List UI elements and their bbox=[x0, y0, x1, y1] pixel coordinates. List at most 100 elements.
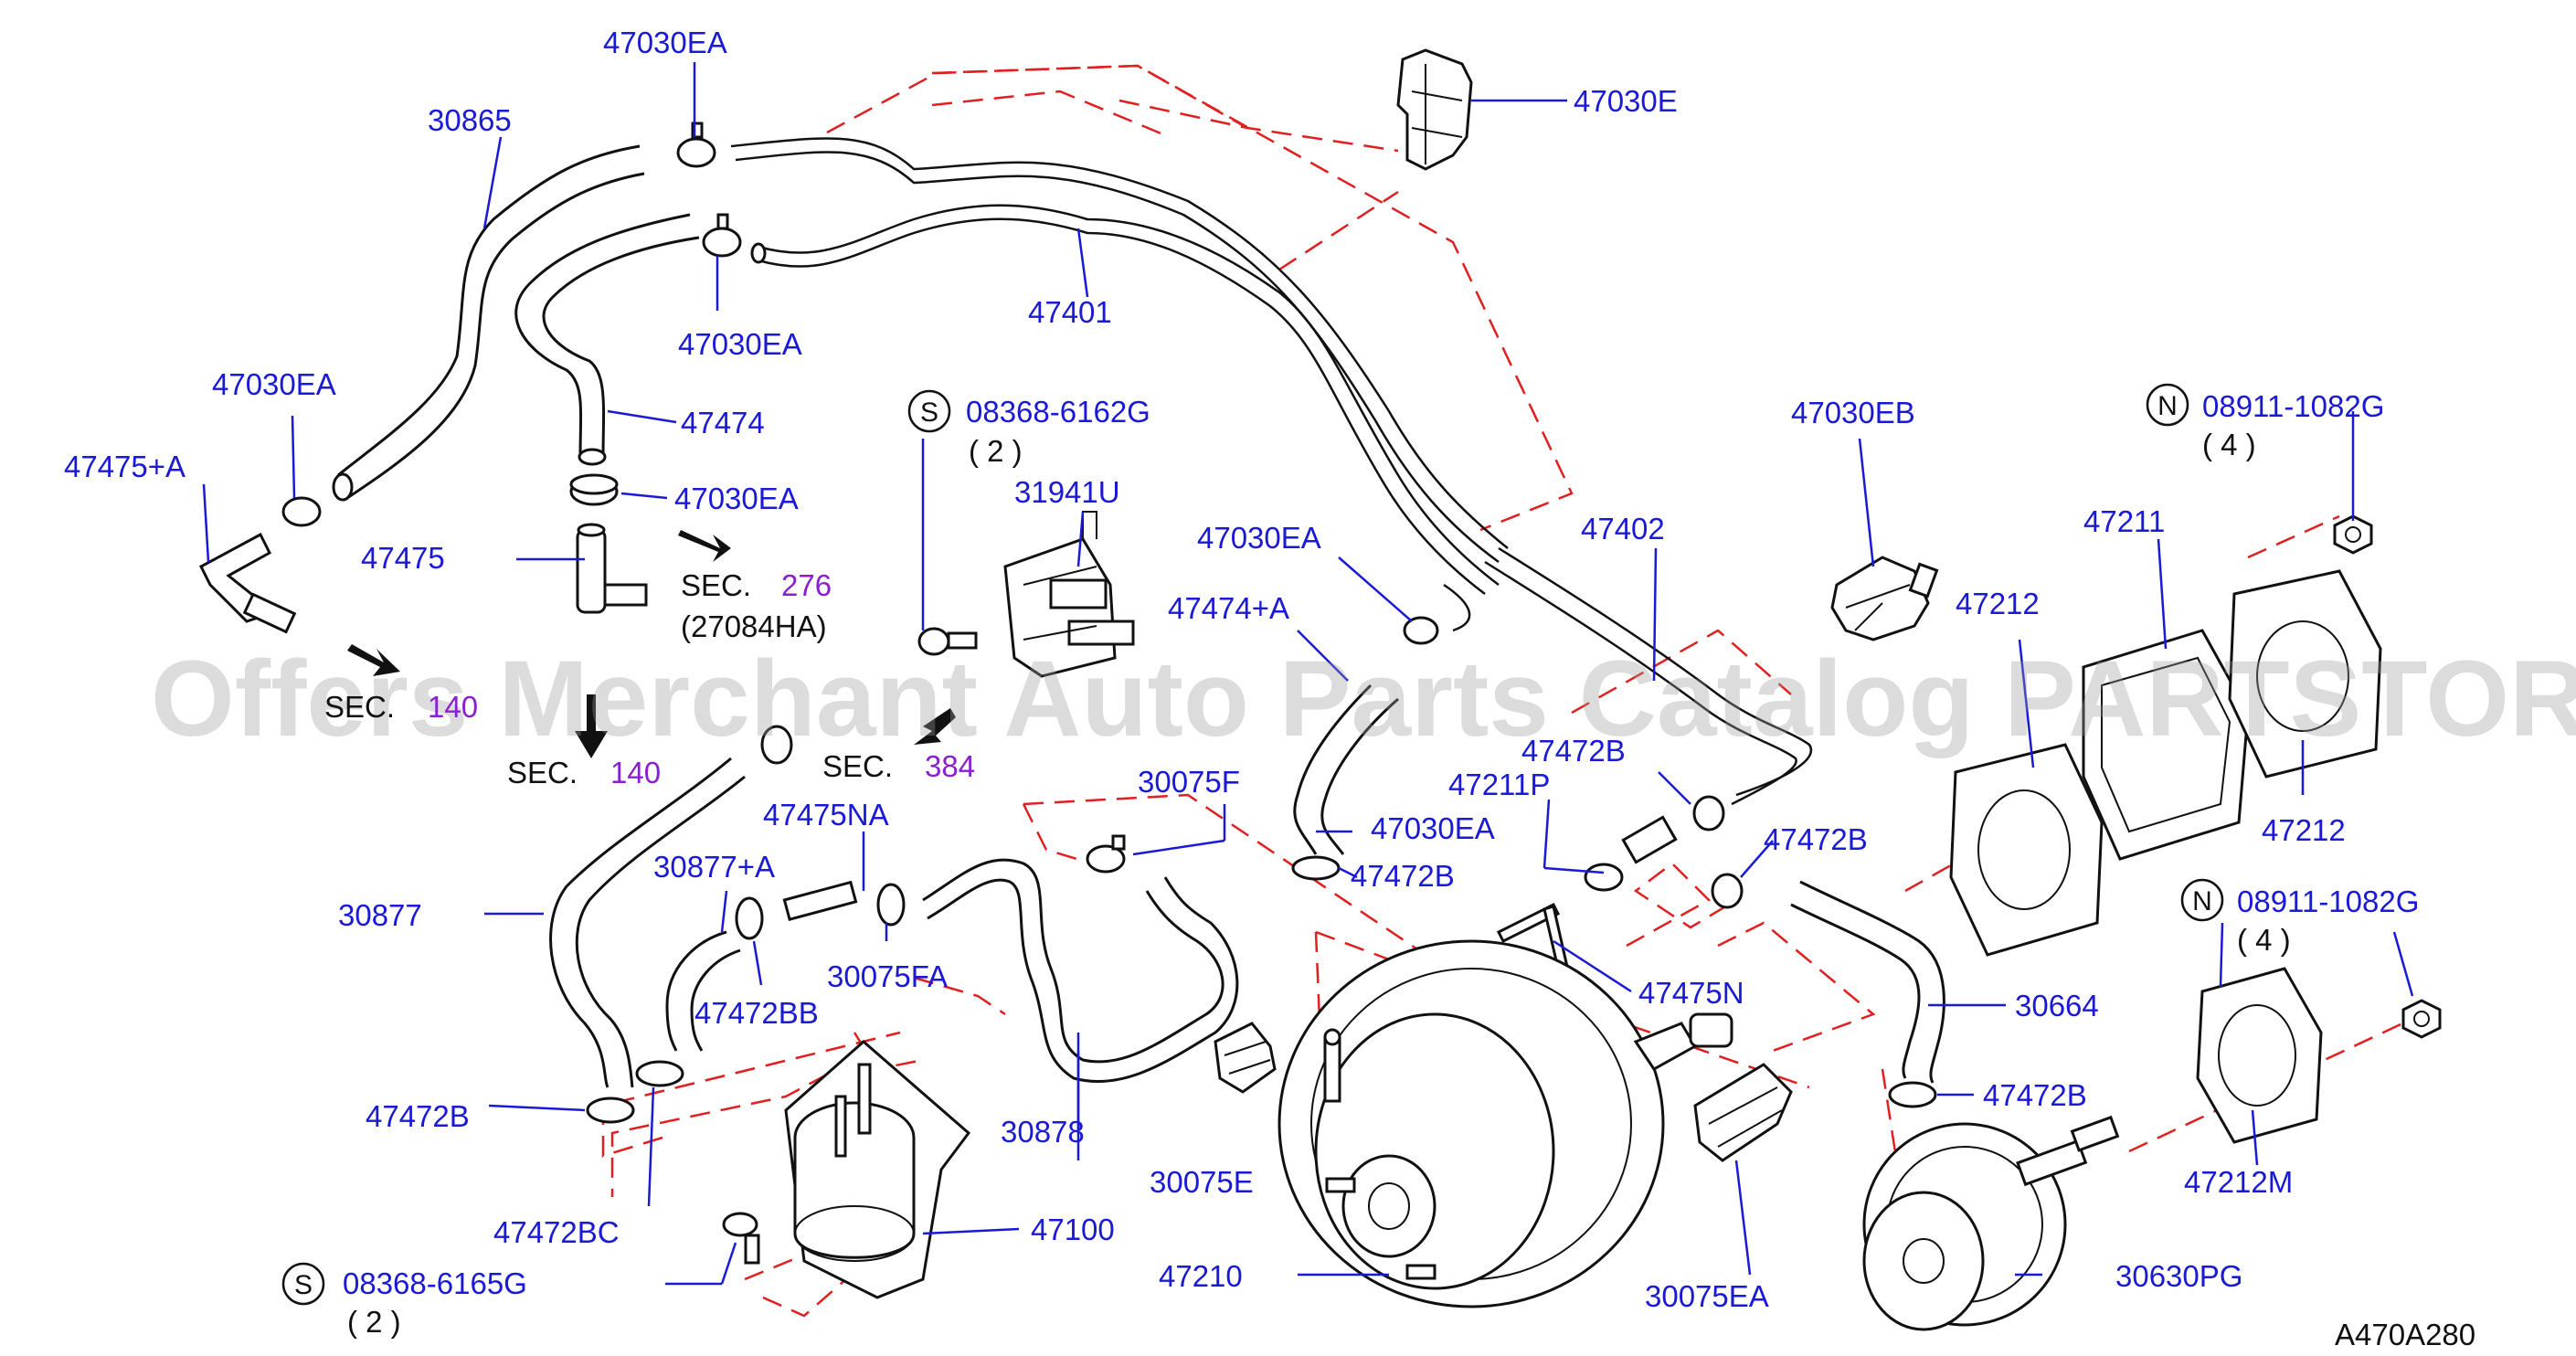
diagram-id: A470A280 bbox=[2335, 1318, 2475, 1351]
label-08368-6162G: 08368-6162G bbox=[966, 395, 1150, 429]
arrow-sec276 bbox=[678, 530, 731, 562]
marker-n-2-text: N bbox=[2192, 886, 2212, 916]
bracket-47030E bbox=[1396, 48, 1473, 171]
brake-booster-47210 bbox=[1277, 939, 1733, 1308]
label-47475NA: 47475NA bbox=[763, 798, 889, 832]
label-47030EA: 47030EA bbox=[212, 367, 336, 401]
sec-276-number: 276 bbox=[781, 568, 832, 602]
label-47472B: 47472B bbox=[1983, 1078, 2087, 1112]
clip-47472BB bbox=[735, 896, 764, 940]
part-labels: 47030EA 30865 47030E 47030EA 47401 47030… bbox=[64, 26, 2419, 1339]
hose-lines bbox=[332, 137, 1945, 1088]
arrow-sec384 bbox=[914, 708, 956, 745]
nut-08911-2 bbox=[2401, 999, 2442, 1039]
label-47472B: 47472B bbox=[1351, 859, 1455, 893]
label-47210: 47210 bbox=[1159, 1259, 1243, 1293]
sec-140-number: 140 bbox=[610, 756, 661, 789]
label-47030EA: 47030EA bbox=[603, 26, 727, 59]
label-47030EB: 47030EB bbox=[1791, 396, 1915, 429]
label-30075FA: 30075FA bbox=[827, 959, 948, 993]
label-47212: 47212 bbox=[2262, 813, 2346, 847]
label-30075E: 30075E bbox=[1150, 1165, 1254, 1199]
label-30630PG: 30630PG bbox=[2115, 1259, 2242, 1293]
label-31941U: 31941U bbox=[1014, 475, 1120, 509]
clip-47472B-c bbox=[1711, 873, 1744, 909]
gasket-47211 bbox=[2082, 629, 2250, 861]
solenoid-31941U bbox=[1003, 511, 1135, 678]
check-valve-47475 bbox=[576, 523, 648, 614]
label-47030EA: 47030EA bbox=[678, 327, 802, 361]
label-30877-a: 30877+A bbox=[653, 850, 775, 884]
clip-30075F bbox=[1086, 834, 1126, 874]
label-qty-4: ( 4 ) bbox=[2202, 428, 2256, 461]
clip-47472B-b bbox=[1584, 863, 1624, 892]
bolt-08368-6162G bbox=[917, 627, 978, 656]
arrow-sec140a bbox=[347, 644, 400, 676]
parts bbox=[199, 48, 2442, 1331]
label-47030EA: 47030EA bbox=[1371, 811, 1495, 845]
label-47474-a: 47474+A bbox=[1168, 591, 1289, 625]
elbow-47475A bbox=[199, 532, 297, 634]
bracket-47030EB bbox=[1830, 556, 1939, 641]
label-47475-a: 47475+A bbox=[64, 450, 186, 483]
clip-sec140 bbox=[760, 725, 793, 765]
label-47474: 47474 bbox=[681, 406, 765, 440]
clamp-30075E bbox=[1214, 1022, 1277, 1094]
marker-n-1-text: N bbox=[2157, 391, 2178, 421]
clip-top-1 bbox=[676, 122, 716, 168]
clip-30075FA bbox=[876, 883, 906, 927]
label-47030EA: 47030EA bbox=[674, 482, 799, 515]
clip-left bbox=[281, 496, 322, 527]
label-47402: 47402 bbox=[1581, 512, 1665, 546]
label-47100: 47100 bbox=[1031, 1213, 1115, 1246]
label-08911-1082G: 08911-1082G bbox=[2202, 389, 2384, 423]
clip-47472B-a bbox=[1692, 795, 1725, 832]
label-30075EA: 30075EA bbox=[1645, 1279, 1769, 1313]
label-47212M: 47212M bbox=[2184, 1165, 2293, 1199]
label-47472B: 47472B bbox=[1521, 734, 1626, 768]
label-47475N: 47475N bbox=[1638, 976, 1744, 1010]
section-arrows bbox=[347, 530, 956, 758]
label-47472BC: 47472BC bbox=[493, 1215, 620, 1249]
clamp-30075EA bbox=[1693, 1063, 1793, 1162]
sec-140-number: 140 bbox=[428, 690, 478, 724]
label-47211P: 47211P bbox=[1448, 768, 1550, 801]
reservoir-47100 bbox=[784, 1040, 971, 1299]
sec-140-word: SEC. bbox=[324, 690, 395, 724]
nut-08911-1 bbox=[2333, 514, 2373, 555]
label-47212: 47212 bbox=[1956, 587, 2040, 620]
bolt-08368-6165G bbox=[722, 1212, 760, 1265]
sec-276-word: SEC. bbox=[681, 568, 751, 602]
label-30877: 30877 bbox=[338, 898, 422, 932]
label-47030E: 47030E bbox=[1574, 84, 1678, 118]
clip-47030EA-5 bbox=[1403, 616, 1439, 645]
label-08911-1082G: 08911-1082G bbox=[2237, 885, 2419, 918]
sec-140-word: SEC. bbox=[507, 756, 578, 789]
clip-47030EA-6 bbox=[1291, 855, 1341, 881]
label-30075F: 30075F bbox=[1138, 765, 1240, 799]
label-47401: 47401 bbox=[1028, 295, 1112, 329]
label-47472B: 47472B bbox=[1764, 822, 1868, 856]
sec-384-number: 384 bbox=[925, 749, 975, 783]
label-47472BB: 47472BB bbox=[694, 996, 819, 1030]
label-30878: 30878 bbox=[1001, 1115, 1085, 1149]
gasket-47212M bbox=[2196, 967, 2323, 1144]
arrow-sec140b bbox=[575, 694, 608, 758]
label-47472B: 47472B bbox=[366, 1099, 470, 1133]
label-30865: 30865 bbox=[428, 103, 512, 137]
leader-lines bbox=[202, 62, 2414, 1286]
gasket-47212-left bbox=[1949, 743, 2104, 957]
booster-30630PG bbox=[1862, 1115, 2120, 1331]
marker-n-2: N bbox=[2180, 878, 2224, 922]
marker-s-2: S bbox=[281, 1262, 325, 1306]
label-30664: 30664 bbox=[2015, 989, 2099, 1022]
sec-384-word: SEC. bbox=[822, 749, 893, 783]
clip-47472B-left bbox=[586, 1060, 684, 1124]
label-47030EA: 47030EA bbox=[1197, 521, 1321, 555]
watermark: Offers Merchant Auto Parts Catalog PARTS… bbox=[151, 639, 2576, 759]
label-47475: 47475 bbox=[361, 541, 445, 575]
label-08368-6165G: 08368-6165G bbox=[343, 1266, 527, 1300]
marker-s-1: S bbox=[907, 389, 951, 433]
label-qty-4: ( 4 ) bbox=[2237, 923, 2291, 957]
